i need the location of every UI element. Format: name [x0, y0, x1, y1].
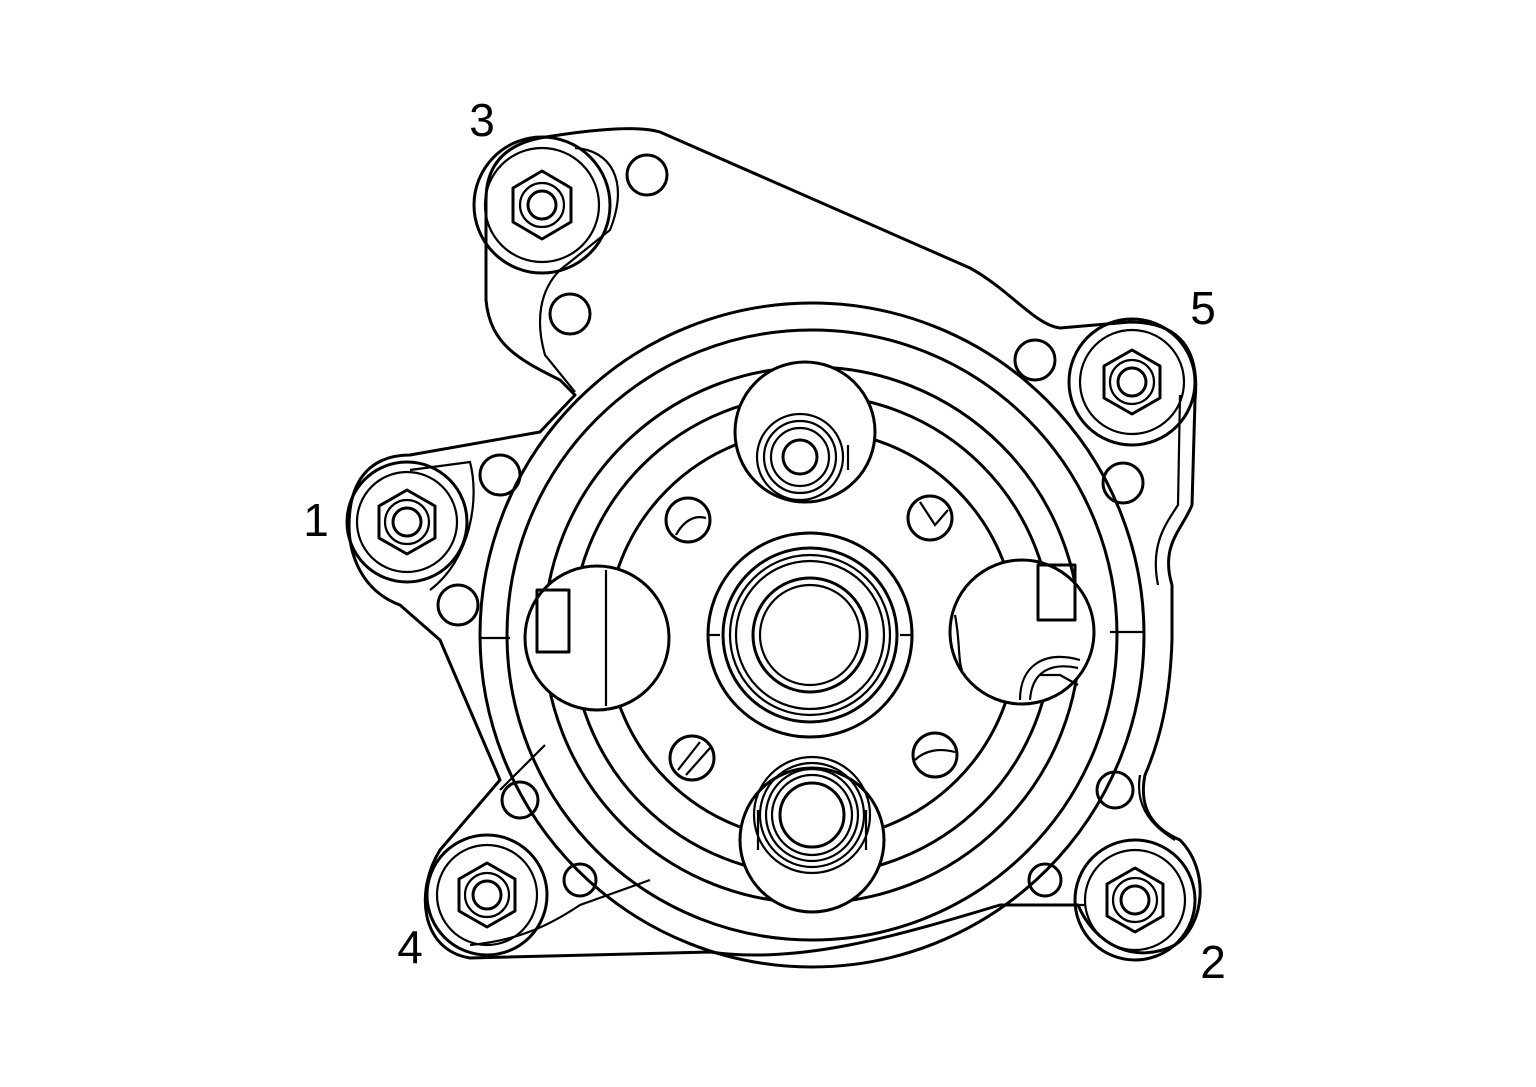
- hole: [1095, 770, 1135, 810]
- hole: [625, 153, 669, 197]
- left-access-window: [523, 564, 671, 712]
- callout-4: 4: [397, 921, 423, 973]
- hole: [562, 862, 598, 898]
- bottom-coil-boss: [738, 755, 886, 914]
- hole: [1027, 862, 1063, 898]
- bolt-3: [472, 135, 612, 275]
- bolt-5: [1067, 317, 1197, 447]
- bolt-2: [1073, 838, 1197, 962]
- hole: [548, 292, 592, 336]
- bolt-1: [345, 460, 469, 584]
- callout-1: 1: [303, 494, 329, 546]
- center-hub: [706, 531, 914, 739]
- hole: [1013, 338, 1057, 382]
- callout-2: 2: [1200, 936, 1226, 988]
- hub-slots: [664, 494, 959, 782]
- hole: [1101, 461, 1145, 505]
- right-access-window: [948, 558, 1096, 706]
- callout-3: 3: [469, 94, 495, 146]
- hole: [500, 780, 540, 820]
- hole: [436, 583, 480, 627]
- bolt-4: [425, 833, 549, 957]
- top-coil-boss: [733, 360, 877, 504]
- callout-5: 5: [1190, 282, 1216, 334]
